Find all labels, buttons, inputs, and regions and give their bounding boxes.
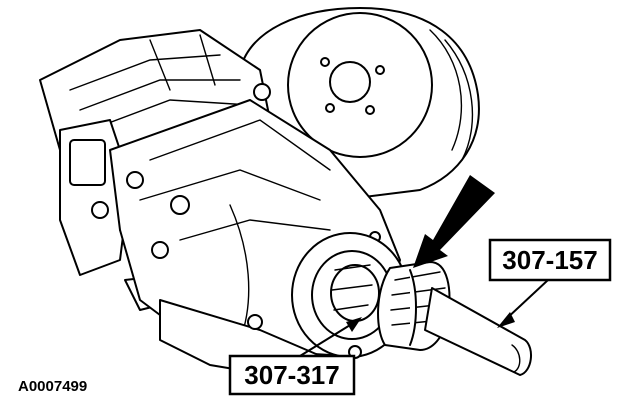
callout-label-307-157: 307-157	[502, 245, 597, 275]
figure-id: A0007499	[18, 378, 87, 395]
callout-307-157: 307-157	[488, 238, 612, 328]
handle-tool-307-157	[424, 287, 532, 376]
callout-307-317: 307-317	[228, 317, 362, 396]
direction-arrow	[413, 175, 495, 268]
callout-label-307-317: 307-317	[244, 360, 339, 390]
